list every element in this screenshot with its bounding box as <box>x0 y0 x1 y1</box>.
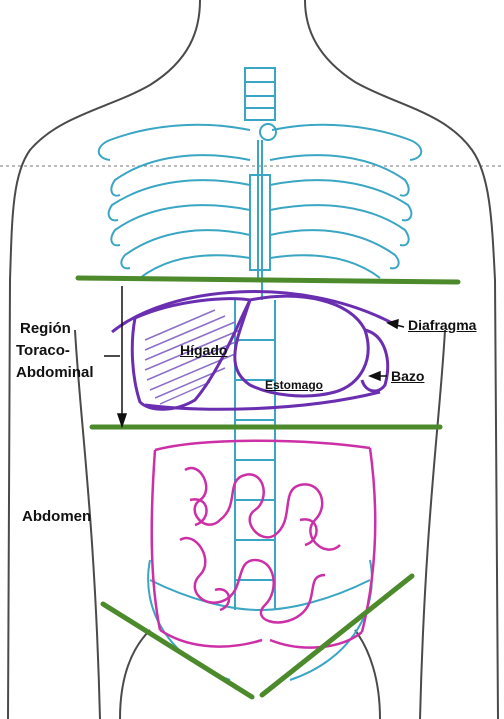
bazo-arrowhead <box>370 372 380 380</box>
rib-left-5 <box>140 255 250 278</box>
rib-right-4 <box>270 230 399 268</box>
label-abdomen: Abdomen <box>22 508 91 527</box>
lumbar-spine <box>235 300 275 610</box>
upper-boundary-line <box>78 278 458 282</box>
skeleton <box>99 68 422 680</box>
label-region-line2: Toraco- <box>16 342 70 361</box>
label-diafragma: Diafragma <box>408 317 476 335</box>
label-region-line3: Abdominal <box>16 364 94 383</box>
rib-right-3 <box>270 205 409 245</box>
rib-left-3 <box>111 205 250 245</box>
intestines <box>152 441 376 648</box>
rib-left-1 <box>111 155 250 195</box>
spine-neck <box>245 68 275 120</box>
rib-right-5 <box>270 255 380 278</box>
pelvic-line-left <box>103 604 252 697</box>
pelvis <box>148 560 372 680</box>
label-estomago: Estomago <box>265 378 323 393</box>
clavicle-left <box>99 125 250 160</box>
region-bracket-arrow <box>118 414 126 426</box>
label-region-line1: Región <box>20 320 71 339</box>
rib-left-2 <box>109 180 250 220</box>
rib-left-4 <box>121 230 250 268</box>
organ-outlines <box>112 292 392 410</box>
rib-right-1 <box>270 155 409 195</box>
rib-right-2 <box>270 180 411 220</box>
label-bazo: Bazo <box>391 368 424 386</box>
label-higado: Hígado <box>180 342 227 360</box>
small-intestine-loops <box>185 468 340 550</box>
trachea-ring <box>260 124 276 140</box>
clavicle-right <box>272 125 421 160</box>
sternum <box>250 175 270 270</box>
